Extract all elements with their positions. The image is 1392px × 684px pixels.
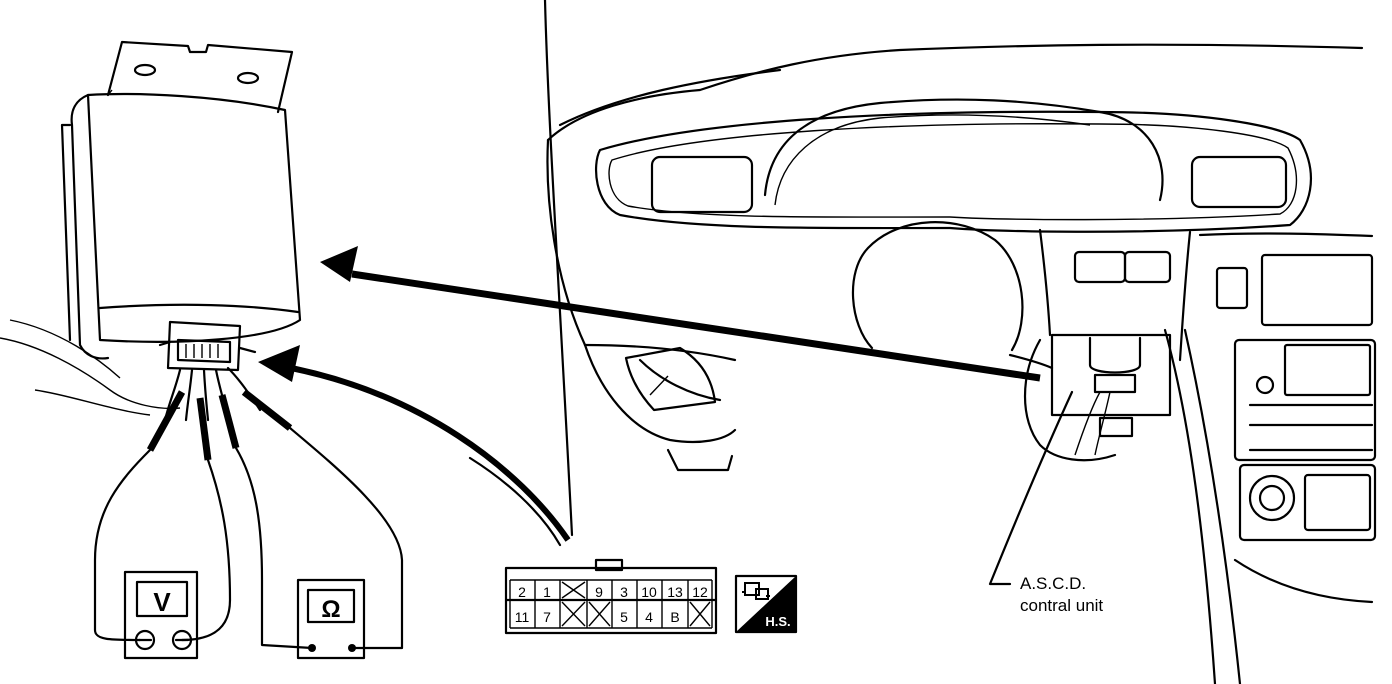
pin-label: 5 [620, 609, 628, 625]
ohmmeter: Ω [296, 578, 366, 660]
pin-label: 2 [518, 584, 526, 600]
pin-label: 13 [667, 584, 683, 600]
callout-line-1: A.S.C.D. [1020, 574, 1086, 593]
dashboard-illustration [543, 0, 1377, 684]
callout-line-2: contral unit [1020, 596, 1103, 615]
hs-label: H.S. [765, 614, 790, 629]
pin-label: 12 [692, 584, 708, 600]
pin-label: B [670, 609, 679, 625]
ascd-callout: A.S.C.D. contral unit [988, 390, 1103, 615]
voltmeter-symbol: V [153, 587, 171, 617]
pin-label: 7 [543, 609, 551, 625]
pin-label: 4 [645, 609, 653, 625]
connector-arrow [258, 345, 571, 547]
pin-label: 10 [641, 584, 657, 600]
connector-plug-icon [742, 582, 770, 600]
connector-pinout: 2 1 9 3 10 13 12 11 7 5 4 B [504, 558, 718, 635]
ascd-control-unit [0, 40, 302, 422]
ohmmeter-symbol: Ω [321, 596, 340, 623]
pin-label: 1 [543, 584, 551, 600]
hs-badge: H.S. [734, 574, 798, 634]
test-leads [93, 389, 404, 650]
pin-label: 9 [595, 584, 603, 600]
pin-label: 3 [620, 584, 628, 600]
voltmeter: V [123, 570, 199, 660]
location-arrow [320, 246, 1041, 382]
pin-label: 11 [515, 609, 530, 625]
